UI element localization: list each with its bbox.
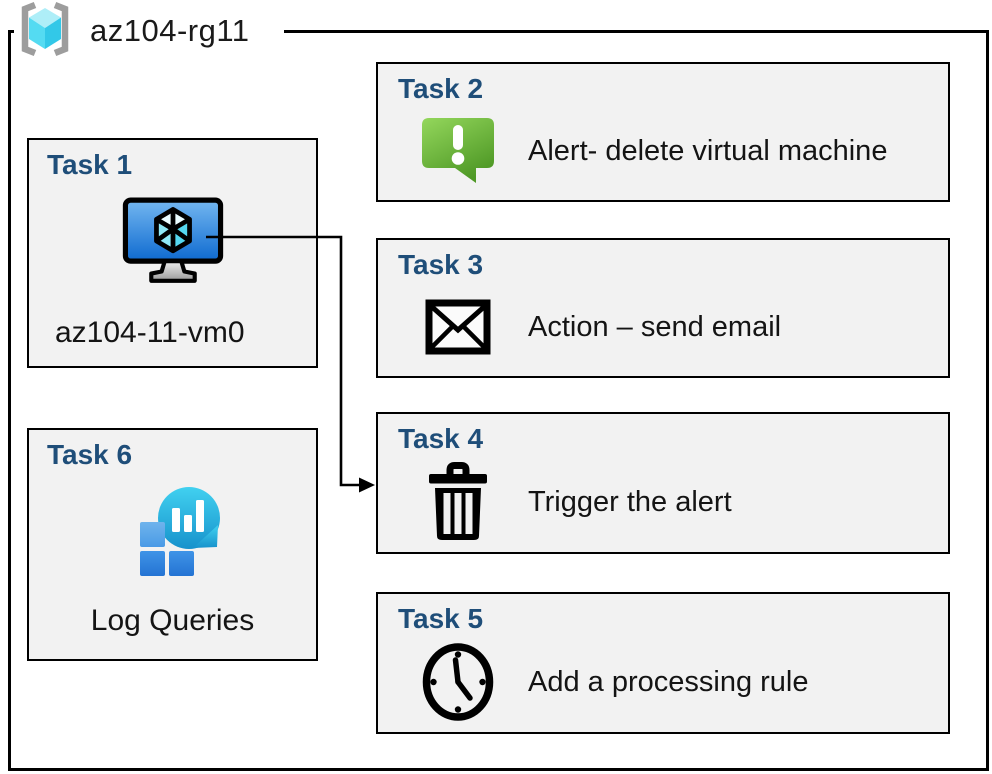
task5-caption: Add a processing rule bbox=[528, 665, 809, 698]
task3-card: Task 3 Action – send email bbox=[376, 238, 950, 378]
task4-caption: Trigger the alert bbox=[528, 485, 732, 518]
email-envelope-icon bbox=[416, 299, 500, 355]
task4-heading: Task 4 bbox=[398, 423, 484, 454]
task2-caption: Alert- delete virtual machine bbox=[528, 134, 888, 167]
resource-group-title: az104-rg11 bbox=[90, 13, 250, 48]
task3-heading: Task 3 bbox=[398, 249, 484, 280]
task4-card: Task 4 Trigger the alert bbox=[376, 412, 950, 554]
clock-icon bbox=[416, 641, 500, 723]
resource-group-boundary bbox=[8, 30, 989, 771]
task2-heading: Task 2 bbox=[398, 73, 484, 104]
task6-heading: Task 6 bbox=[47, 439, 133, 470]
resource-group-legend: az104-rg11 bbox=[14, 1, 284, 62]
task6-card: Task 6 bbox=[27, 428, 318, 661]
task6-caption: Log Queries bbox=[90, 604, 255, 637]
virtual-machine-icon bbox=[29, 196, 316, 287]
task1-card: Task 1 az104-11-vm0 bbox=[27, 138, 318, 368]
task1-heading: Task 1 bbox=[47, 149, 133, 180]
log-analytics-icon bbox=[29, 484, 316, 586]
task3-caption: Action – send email bbox=[528, 310, 782, 343]
resource-group-icon bbox=[16, 1, 74, 62]
task5-card: Task 5 Add a processing rule bbox=[376, 592, 950, 734]
trash-icon bbox=[416, 462, 500, 542]
task1-caption: az104-11-vm0 bbox=[55, 316, 245, 349]
alert-message-icon bbox=[416, 112, 500, 190]
task2-card: Task 2 Alert- delete virtual machine bbox=[376, 62, 950, 202]
task5-heading: Task 5 bbox=[398, 603, 484, 634]
